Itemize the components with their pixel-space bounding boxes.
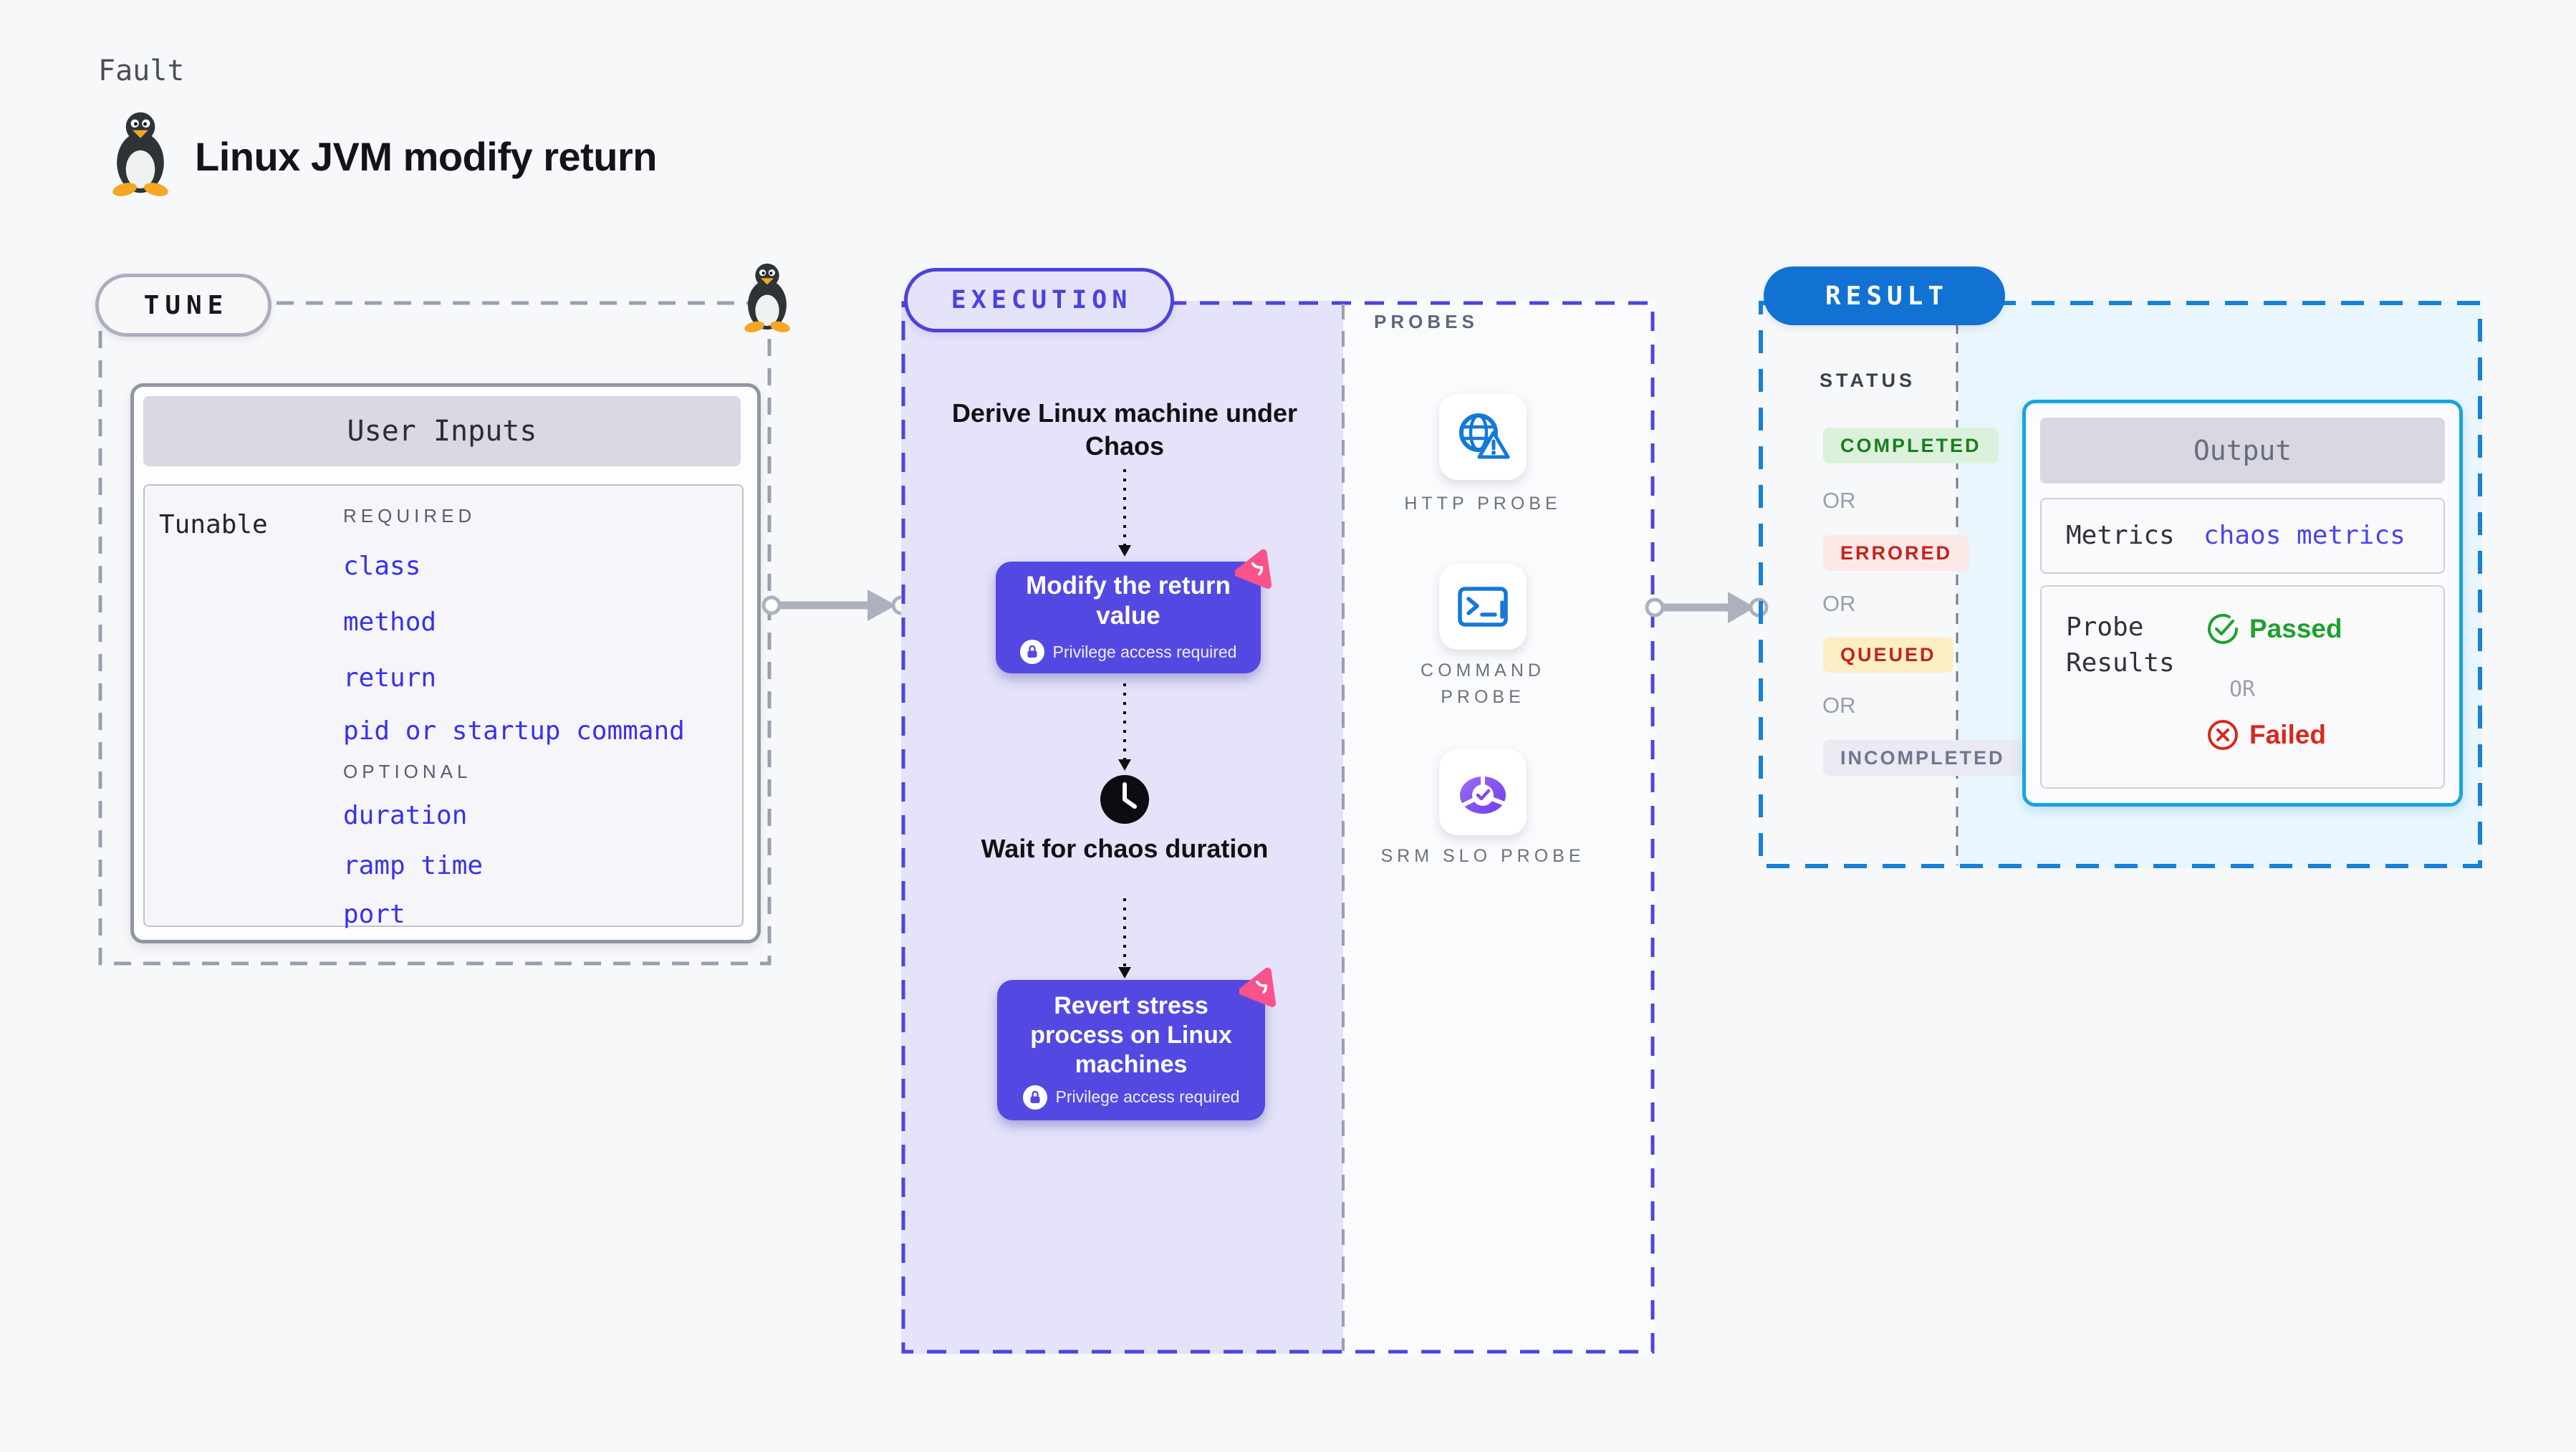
privilege-badge: Privilege access required — [1019, 640, 1237, 664]
tune-box-border — [98, 301, 772, 966]
metrics-value: chaos metrics — [2203, 521, 2406, 550]
flow-arrow-down-icon — [1118, 898, 1131, 979]
tux-penguin-icon — [744, 263, 790, 332]
status-badge-completed: COMPLETED — [1823, 428, 1999, 463]
x-circle-icon — [2208, 720, 2238, 750]
http-probe-label: HTTP PROBE — [1404, 494, 1562, 514]
probe-result-passed: Passed — [2206, 612, 2342, 645]
user-inputs-header: User Inputs — [143, 396, 741, 466]
page-title: Linux JVM modify return — [195, 134, 658, 179]
or-separator: OR — [1822, 488, 1856, 513]
param-method: method — [343, 607, 437, 637]
flow-arrow-down-icon — [1118, 469, 1131, 557]
param-pid-or-startup-command: pid or startup command — [343, 716, 685, 746]
clock-icon — [1100, 775, 1149, 824]
required-group-label: REQUIRED — [343, 505, 476, 527]
revert-stress-node: Revert stress process on Linux machines … — [997, 980, 1265, 1120]
http-probe-card — [1439, 394, 1527, 480]
tux-penguin-icon — [112, 112, 168, 196]
privilege-badge-label: Privilege access required — [1052, 642, 1237, 661]
globe-warning-icon — [1459, 413, 1510, 459]
execution-section-pill: EXECUTION — [904, 268, 1174, 332]
result-section-pill: RESULT — [1764, 266, 2005, 325]
tune-to-execution-arrow — [761, 590, 911, 621]
modify-return-value-label: Modify the return value — [1026, 572, 1231, 630]
terminal-icon — [1458, 587, 1508, 627]
status-column-label: STATUS — [1820, 370, 1916, 391]
metrics-row: Metrics chaos metrics — [2040, 498, 2445, 574]
param-return: return — [343, 663, 437, 693]
user-inputs-table — [143, 484, 744, 927]
privilege-badge-label: Privilege access required — [1055, 1087, 1240, 1106]
lock-icon — [1022, 1085, 1047, 1110]
param-duration: duration — [343, 801, 468, 830]
revert-stress-label: Revert stress process on Linux machines — [1030, 991, 1232, 1078]
chaos-fault-icon — [1235, 549, 1272, 590]
modify-return-value-node: Modify the return value Privilege access… — [996, 562, 1261, 673]
output-card-header: Output — [2040, 418, 2445, 484]
or-separator: OR — [1822, 591, 1856, 616]
param-class: class — [343, 552, 421, 581]
tune-section-pill: TUNE — [95, 274, 271, 337]
probes-column-label: PROBES — [1374, 311, 1479, 332]
failed-label: Failed — [2249, 720, 2326, 749]
lock-icon — [1019, 640, 1044, 664]
srm-slo-probe-label: SRM SLO PROBE — [1380, 846, 1585, 866]
execution-box-border — [901, 301, 1655, 1354]
step-derive-machine: Derive Linux machine under Chaos — [951, 398, 1298, 461]
slo-pie-check-icon — [1460, 772, 1506, 814]
flow-arrow-down-icon — [1118, 683, 1131, 771]
fault-kicker: Fault — [98, 54, 185, 87]
output-card: Output Metrics chaos metrics Probe Resul… — [2022, 400, 2463, 807]
status-badge-errored: ERRORED — [1823, 535, 1970, 571]
execution-flow-background — [901, 301, 1343, 1354]
param-ramp-time: ramp time — [343, 851, 484, 880]
optional-group-label: OPTIONAL — [343, 761, 472, 782]
status-badge-queued: QUEUED — [1823, 637, 1953, 673]
probe-results-label: Probe Results — [2066, 612, 2175, 678]
chaos-fault-icon — [1239, 967, 1277, 1008]
command-probe-label: COMMAND PROBE — [1421, 660, 1545, 707]
probe-results-row: Probe Results Passed OR Failed — [2040, 585, 2445, 789]
passed-label: Passed — [2249, 614, 2342, 643]
srm-slo-probe-card — [1439, 749, 1527, 835]
privilege-badge: Privilege access required — [1022, 1085, 1240, 1110]
param-port: port — [343, 900, 405, 929]
status-badge-incompleted: INCOMPLETED — [1823, 740, 2022, 776]
metrics-label: Metrics — [2066, 521, 2175, 550]
check-circle-icon — [2208, 613, 2238, 644]
step-wait-duration: Wait for chaos duration — [981, 834, 1269, 863]
command-probe-card — [1439, 564, 1527, 650]
execution-to-result-arrow — [1645, 592, 1769, 623]
or-separator: OR — [1822, 693, 1856, 718]
probe-result-failed: Failed — [2206, 718, 2326, 751]
tunable-row-label: Tunable — [159, 510, 268, 539]
or-separator: OR — [2229, 677, 2256, 702]
